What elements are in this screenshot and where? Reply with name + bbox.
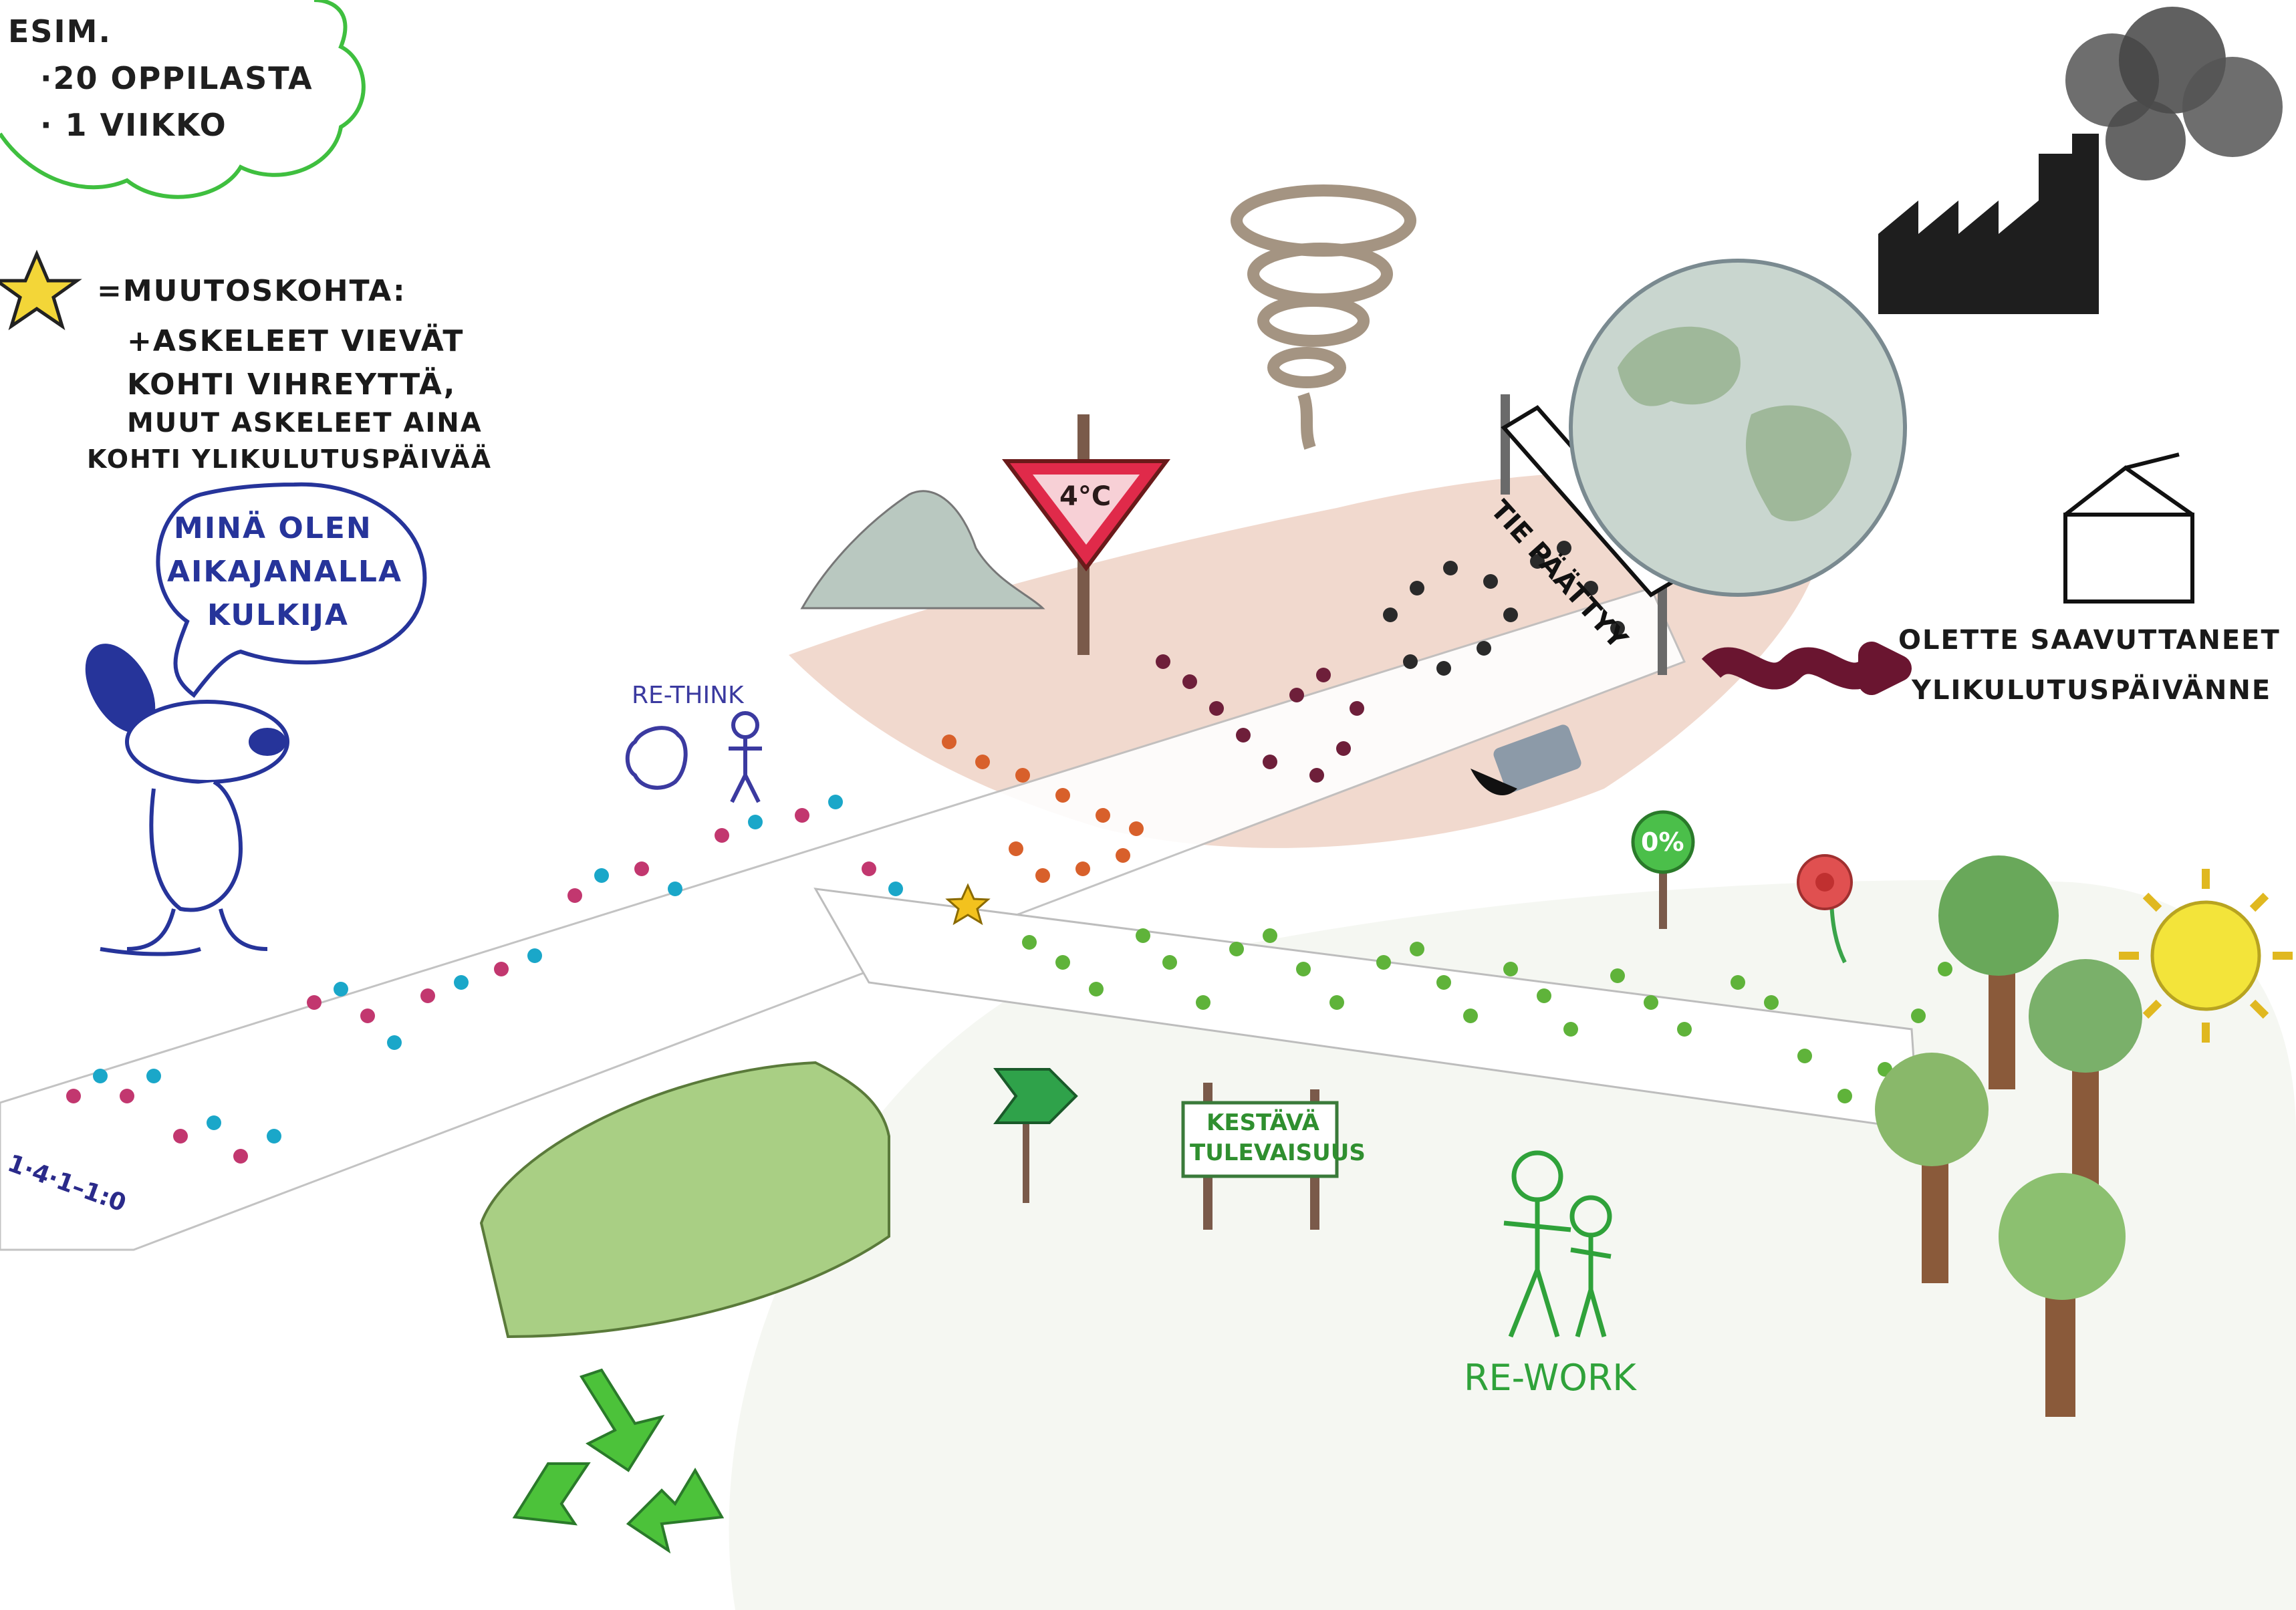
bubble-line-1: MINÄ OLEN	[174, 511, 372, 545]
yield-sign	[1002, 414, 1170, 655]
recycling-bin	[479, 1061, 890, 1339]
spilled-can	[1471, 724, 1581, 795]
trees	[1875, 855, 2142, 1417]
rethink-figure	[625, 711, 762, 803]
hanging-frame	[2063, 452, 2194, 603]
timeline-dots-maroon	[1156, 654, 1364, 783]
note-line-1: ESIM.	[8, 13, 112, 49]
sun	[2119, 869, 2293, 1043]
timeline-dots-orange	[942, 734, 1144, 883]
legend-line-5: KOHTI YLIKULUTUSPÄIVÄÄ	[87, 444, 493, 474]
legend-line-1: =MUUTOSKOHTA:	[97, 274, 406, 308]
zero-percent-sign	[1631, 810, 1695, 929]
waste-pile	[800, 490, 1045, 610]
note-cloud-shape	[0, 0, 366, 199]
star-icon	[0, 249, 82, 331]
earth-globe	[1569, 259, 1907, 597]
overshoot-line-2: YLIKULUTUSPÄIVÄNNE	[1912, 675, 2272, 706]
flower	[1797, 854, 1853, 964]
future-sign-line-1: KESTÄVÄ	[1206, 1109, 1319, 1136]
timeline-dots-dark	[1383, 541, 1625, 676]
arrow-signpost	[993, 1068, 1078, 1203]
overshoot-line-1: OLETTE SAAVUTTANEET	[1898, 625, 2281, 656]
snoopy-figure	[85, 644, 289, 956]
timeline-dots-green	[1022, 928, 1952, 1103]
future-sign	[1181, 1083, 1339, 1230]
recycle-icon	[512, 1368, 725, 1554]
future-sign-line-2: TULEVAISUUS	[1190, 1139, 1366, 1166]
legend-line-3: KOHTI VIHREYTTÄ,	[127, 368, 457, 402]
timeline-dots-pink-blue	[66, 795, 903, 1164]
rethink-label: RE-THINK	[632, 682, 744, 709]
tornado	[1231, 184, 1416, 450]
legend-line-2: +ASKELEET VIEVÄT	[127, 324, 465, 358]
rework-figures	[1503, 1150, 1612, 1338]
factory	[1878, 7, 2283, 314]
change-point-star-icon	[945, 883, 991, 926]
legend-line-4: MUUT ASKELEET AINA	[127, 408, 483, 438]
overshoot-arrow	[1701, 642, 1912, 695]
speech-bubble-shape	[156, 482, 427, 698]
zero-percent-label: 0%	[1641, 827, 1684, 857]
note-line-2: ·20 OPPILASTA	[40, 60, 313, 96]
note-line-3: · 1 VIIKKO	[40, 107, 227, 143]
bubble-line-3: KULKIJA	[207, 598, 349, 632]
rework-label: RE-WORK	[1464, 1357, 1636, 1399]
yield-sign-label: 4°C	[1059, 481, 1112, 512]
bubble-line-2: AIKAJANALLA	[167, 555, 402, 589]
